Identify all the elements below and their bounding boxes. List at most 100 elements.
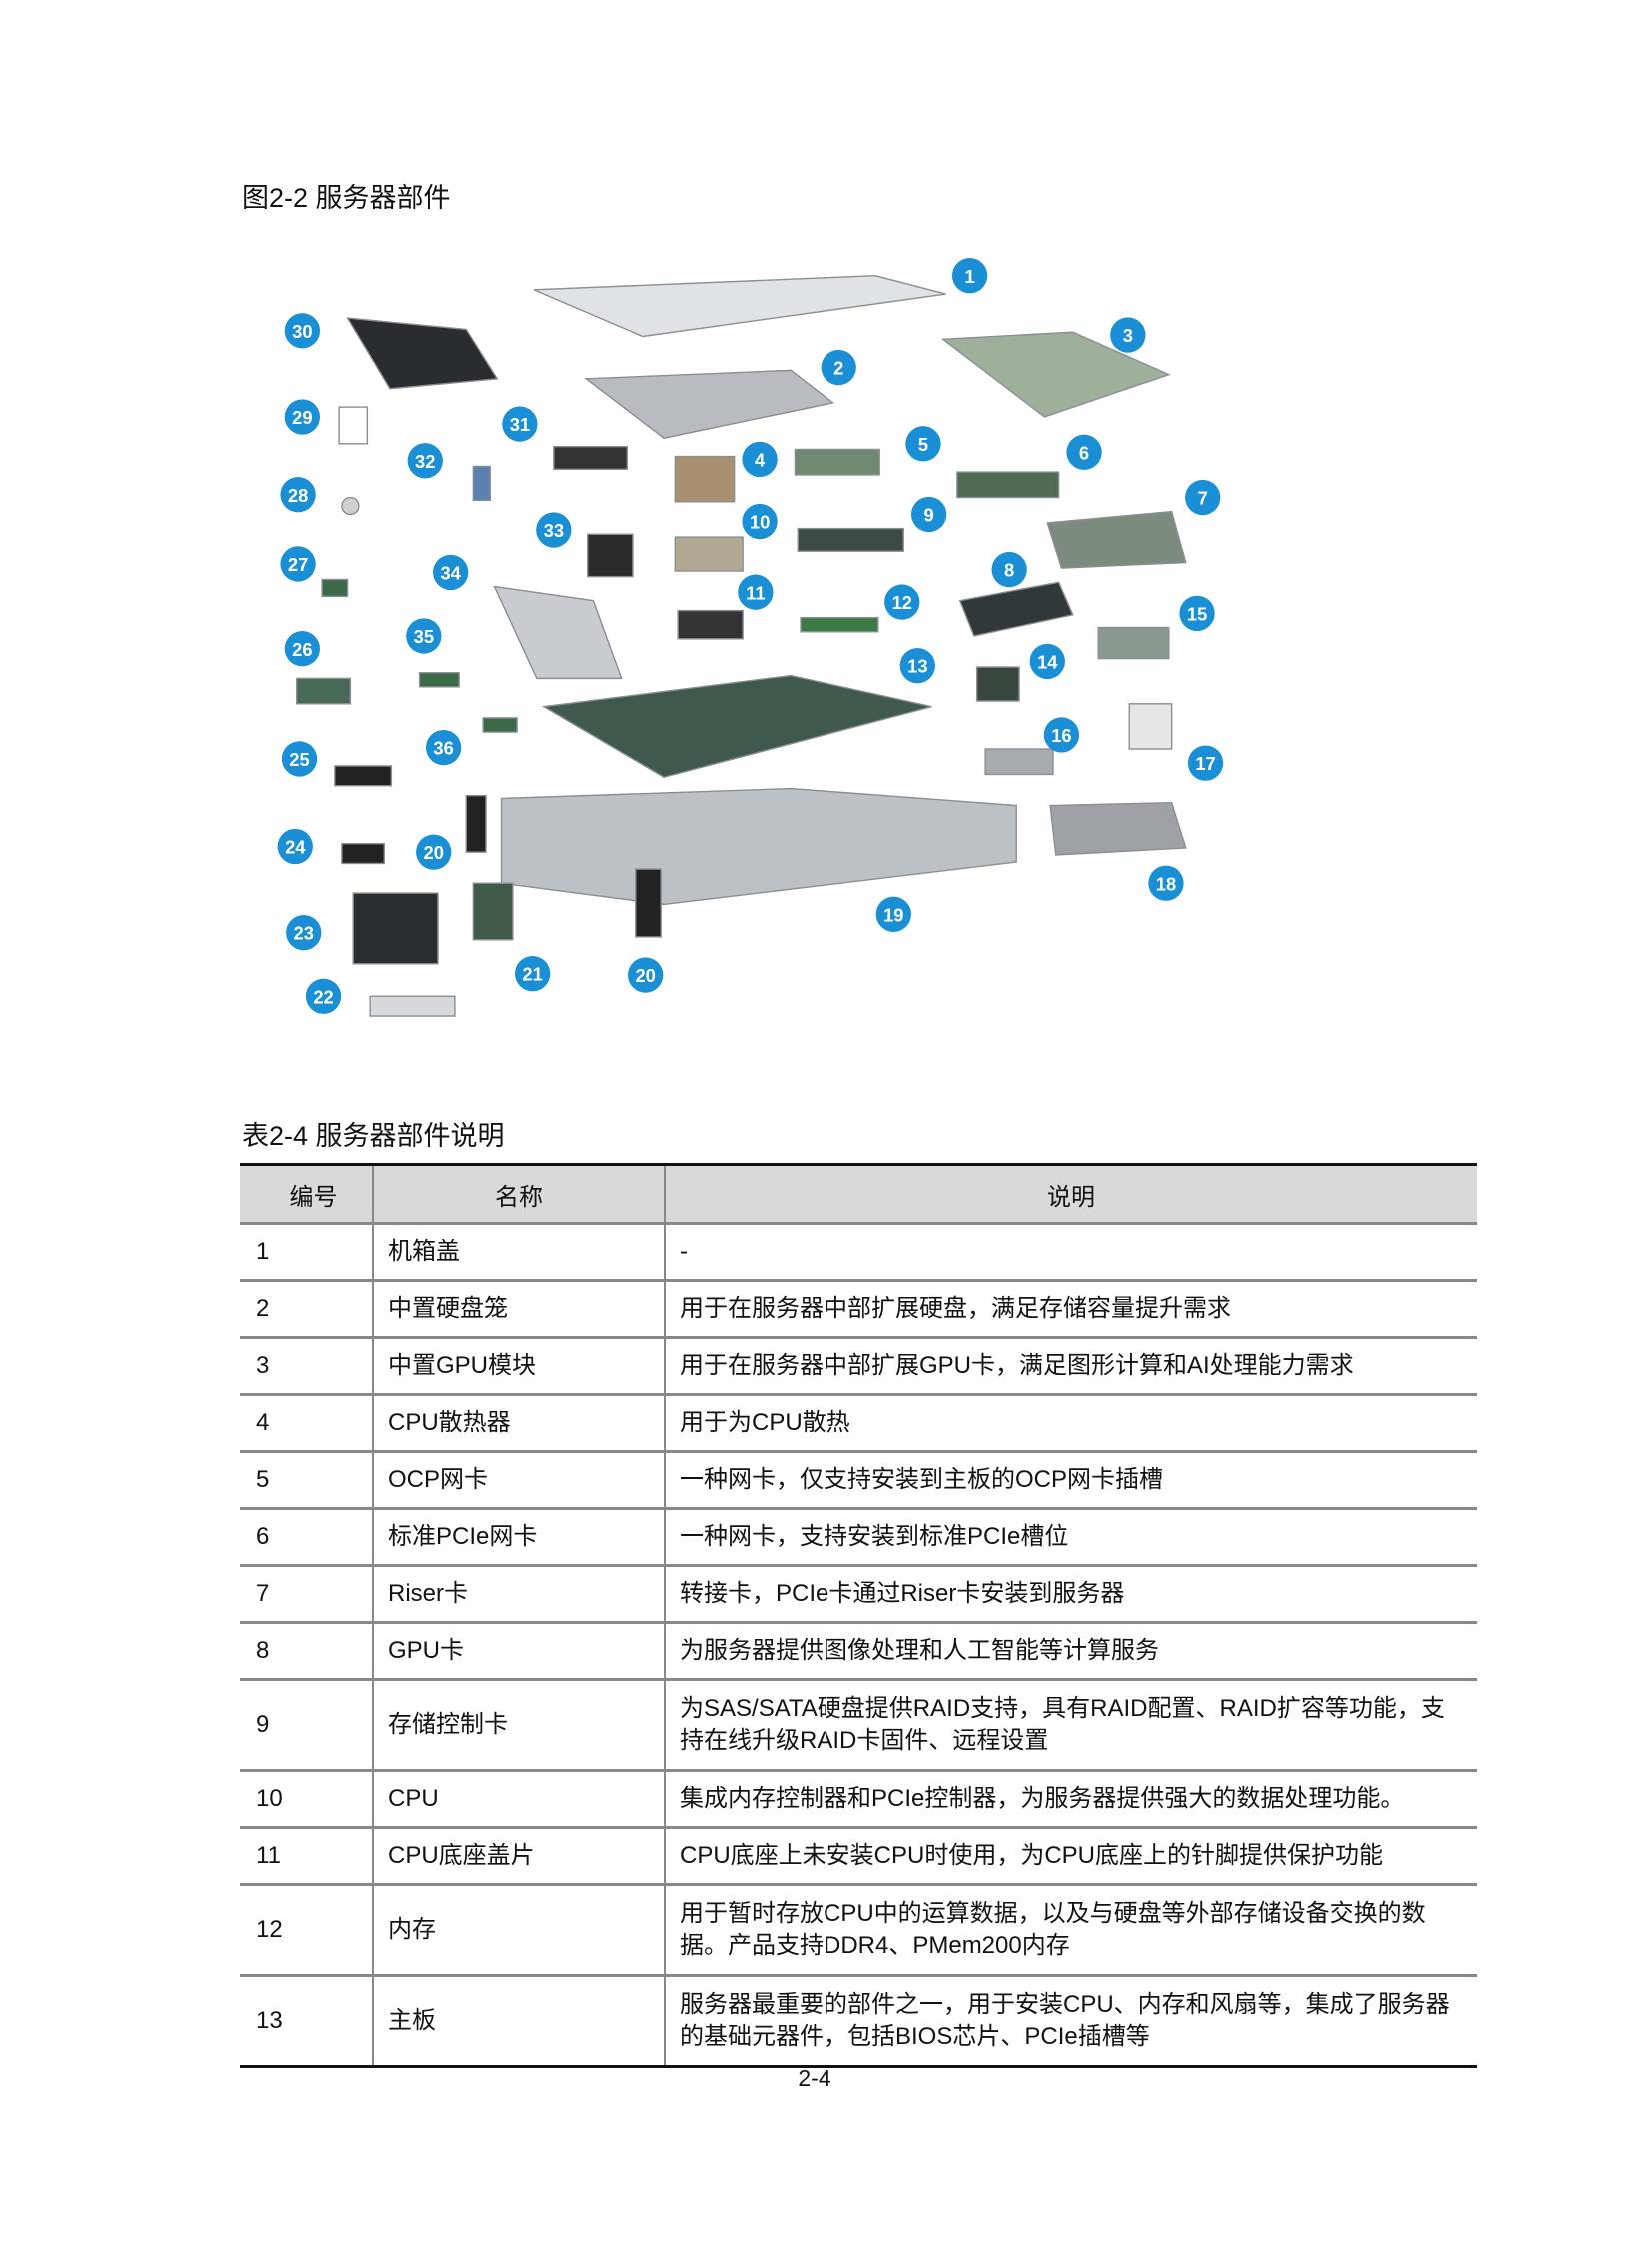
memory-part: [800, 616, 879, 633]
part-33: [587, 533, 634, 578]
callout-circle: [433, 554, 469, 591]
callout-label: 26: [292, 639, 312, 660]
callout-label: 3: [1123, 325, 1133, 346]
callout-label: 11: [746, 582, 765, 603]
callout-label: 29: [292, 407, 312, 428]
cell-description: 用于暂时存放CPU中的运算数据，以及与硬盘等外部存储设备交换的数据。产品支持DD…: [664, 1883, 1477, 1977]
part-34: [493, 585, 623, 680]
callout-circle: [502, 406, 538, 442]
cell-number: 8: [240, 1621, 374, 1681]
cell-name: 内存: [372, 1883, 666, 1977]
callout-circle: [286, 915, 322, 951]
cell-number: 1: [240, 1222, 374, 1282]
cell-description: 用于在服务器中部扩展GPU卡，满足图形计算和AI处理能力需求: [664, 1336, 1477, 1396]
callout-circle: [1066, 434, 1102, 470]
callout-circle: [1187, 745, 1224, 781]
page-number: 2-4: [798, 2065, 831, 2091]
cell-description: 服务器最重要的部件之一，用于安装CPU、内存和风扇等，集成了服务器的基础元器件，…: [664, 1974, 1477, 2068]
callout-label: 16: [1051, 725, 1071, 746]
callout-label: 24: [285, 837, 306, 858]
cpu-heatsink-part: [674, 455, 736, 503]
chassis-cover-part: [533, 275, 946, 338]
callout-label: 2: [833, 358, 843, 379]
cell-number: 11: [240, 1826, 374, 1886]
callout-circle: [406, 618, 442, 654]
cell-name: 中置硬盘笼: [372, 1279, 666, 1339]
cell-number: 10: [240, 1769, 374, 1829]
callout-circle: [899, 647, 935, 684]
cell-name: OCP网卡: [372, 1450, 666, 1510]
cell-description: 为服务器提供图像处理和人工智能等计算服务: [664, 1621, 1477, 1681]
callout-circle: [514, 955, 551, 992]
callout-circle: [277, 828, 313, 865]
storage-controller-part: [797, 527, 904, 552]
cell-number: 13: [240, 1974, 374, 2068]
callout-circle: [1148, 865, 1184, 901]
table-header-row: 编号 名称 说明: [240, 1164, 1477, 1225]
callout-label: 8: [1004, 560, 1014, 581]
mid-gpu-module-part: [940, 331, 1171, 418]
callout-label: 31: [510, 414, 530, 435]
callout-circle: [1185, 479, 1221, 516]
cell-number: 4: [240, 1393, 374, 1453]
cell-number: 3: [240, 1336, 374, 1396]
callout-circle: [910, 496, 947, 533]
callout-label: 20: [424, 842, 444, 863]
callout-label: 25: [289, 749, 309, 770]
callout-circle: [416, 834, 452, 870]
callout-circle: [536, 512, 572, 548]
part-22: [369, 995, 456, 1017]
part-15: [1097, 626, 1170, 660]
callout-label: 35: [414, 626, 434, 647]
part-23: [352, 892, 439, 965]
part-35: [418, 672, 460, 688]
callout-label: 14: [1037, 651, 1058, 672]
motherboard-part: [541, 674, 932, 779]
callout-circle: [425, 729, 462, 766]
callout-circle: [742, 441, 778, 478]
callout-label: 32: [415, 451, 435, 472]
cell-description: 集成内存控制器和PCIe控制器，为服务器提供强大的数据处理功能。: [664, 1769, 1477, 1829]
callout-label: 6: [1079, 442, 1089, 463]
ocp-card-part: [794, 448, 880, 476]
cell-name: CPU: [372, 1769, 666, 1829]
cpu-socket-cover-part: [677, 609, 744, 640]
callout-label: 7: [1198, 488, 1208, 509]
cell-name: 主板: [372, 1974, 666, 2068]
callout-circle: [905, 426, 941, 462]
gpu-card-part: [958, 581, 1074, 637]
callout-circle: [627, 957, 664, 993]
callout-label: 4: [755, 449, 766, 470]
cell-name: 机箱盖: [372, 1222, 666, 1282]
part-27: [321, 578, 349, 598]
riser-card-part: [1046, 510, 1187, 569]
part-36: [482, 717, 518, 733]
callout-label: 5: [918, 434, 928, 455]
cell-name: CPU底座盖片: [372, 1826, 666, 1886]
callout-circle: [884, 584, 920, 620]
pcie-nic-part: [956, 471, 1060, 499]
cell-description: 为SAS/SATA硬盘提供RAID支持，具有RAID配置、RAID扩容等功能，支…: [664, 1678, 1477, 1772]
callout-circle: [407, 443, 443, 479]
part-17: [1128, 703, 1173, 750]
cell-description: -: [664, 1222, 1477, 1282]
callout-label: 13: [907, 656, 927, 677]
callout-circle: [280, 477, 316, 513]
callout-circle: [1110, 317, 1146, 353]
callout-label: 15: [1187, 603, 1207, 624]
mid-drive-cage-part: [584, 369, 835, 439]
part-20a: [465, 794, 487, 853]
callout-circle: [1043, 717, 1080, 753]
cpu-part: [674, 536, 744, 572]
part-31: [553, 445, 628, 470]
